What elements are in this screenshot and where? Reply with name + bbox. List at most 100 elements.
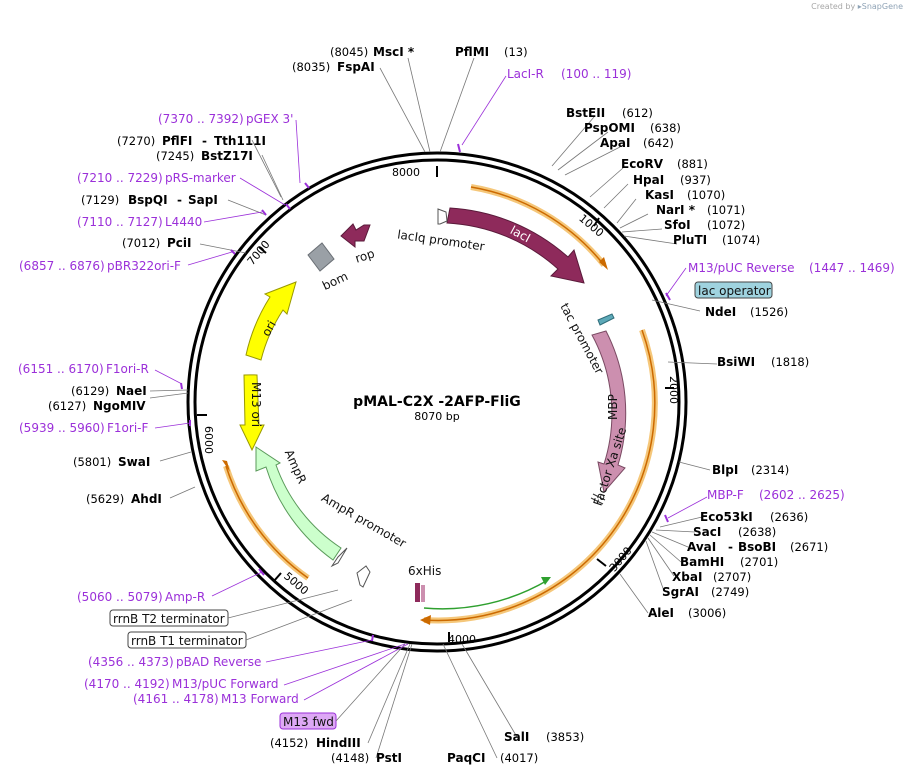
m13-ori-feature[interactable] (239, 374, 265, 452)
factor-xa-mark-2 (590, 497, 604, 505)
site-pos-PflFI: (7270) (117, 134, 155, 148)
site-ApaI[interactable]: ApaI (600, 136, 630, 150)
site-BstZ17I[interactable]: BstZ17I (201, 149, 253, 163)
tick-2000: 2000 (667, 376, 680, 404)
lacI-feature[interactable] (446, 207, 585, 284)
green-orf-arrowhead (541, 577, 551, 585)
rrnB-T1-label: rrnB T1 terminator (131, 634, 243, 648)
site-BspQI[interactable]: BspQI (128, 193, 168, 207)
mbp-feature[interactable] (591, 330, 627, 494)
ori-label: ori (259, 318, 279, 339)
site-BamHI[interactable]: BamHI (680, 555, 724, 569)
primer-range-pRS-marker: (7210 .. 7229) (77, 171, 163, 185)
tick-marks (197, 166, 674, 642)
site-NdeI[interactable]: NdeI (705, 305, 736, 319)
site-pos-SgrAI: (2749) (711, 585, 749, 599)
site-PstI[interactable]: PstI (376, 751, 402, 765)
primer-L4440[interactable]: L4440 (165, 215, 202, 229)
m13-fwd-label: M13 fwd (283, 715, 334, 729)
site-PluTI[interactable]: PluTI (673, 233, 707, 247)
site-PspOMI[interactable]: PspOMI (584, 121, 635, 135)
site-pos-HindIII: (4152) (270, 736, 308, 750)
ampR-promoter-arrow-1 (330, 547, 348, 568)
ampR-label: AmpR (282, 447, 309, 485)
site-BsiWI[interactable]: BsiWI (717, 355, 755, 369)
site-SapI[interactable]: SapI (188, 193, 218, 207)
site-PaqCI[interactable]: PaqCI (447, 751, 485, 765)
primer-range-M13-Forward: (4161 .. 4178) (133, 692, 219, 706)
backbone-inner-ring (193, 158, 681, 646)
site-pos-BamHI: (2701) (740, 555, 778, 569)
primer-pBAD-Reverse[interactable]: pBAD Reverse (176, 655, 261, 669)
site-HindIII[interactable]: HindIII (316, 736, 361, 750)
primer-MBP-F[interactable]: MBP-F (707, 488, 744, 502)
site-pos-BstZ17I: (7245) (156, 149, 194, 163)
site-pos-NaeI: (6129) (71, 384, 109, 398)
primer-F1ori-F[interactable]: F1ori-F (107, 421, 148, 435)
primer-range-pGEX-3: (7370 .. 7392) (158, 112, 244, 126)
site-NaeI[interactable]: NaeI (116, 384, 147, 398)
site-SwaI[interactable]: SwaI (118, 455, 150, 469)
site-BstEII[interactable]: BstEII (566, 106, 605, 120)
site-XbaI[interactable]: XbaI (672, 570, 702, 584)
lacIq-promoter-arrow[interactable] (437, 208, 448, 225)
ampR-promoter-arrow-2 (356, 565, 371, 588)
site-SgrAI[interactable]: SgrAI (662, 585, 699, 599)
site-KasI[interactable]: KasI (645, 188, 674, 202)
primer-pRS-marker[interactable]: pRS-marker (165, 171, 236, 185)
site-BsoBI[interactable]: BsoBI (738, 540, 776, 554)
primer-LacI-R[interactable]: LacI-R (507, 67, 544, 81)
primer-Amp-R[interactable]: Amp-R (165, 590, 205, 604)
ampR-orf-line (225, 465, 309, 579)
site-pos-SfoI: (1072) (707, 218, 745, 232)
site-AleI[interactable]: AleI (648, 606, 674, 620)
site-SalI[interactable]: SalI (504, 730, 529, 744)
primer-M13-Forward[interactable]: M13 Forward (221, 692, 299, 706)
site-SacI[interactable]: SacI (693, 525, 721, 539)
rop-label: rop (353, 246, 376, 265)
ori-feature[interactable] (245, 281, 297, 361)
site-PflMI[interactable]: PflMI (455, 45, 489, 59)
label-connectors (149, 57, 718, 759)
site-FspAI[interactable]: FspAI (337, 60, 375, 74)
primer-M13-pUC-Reverse[interactable]: M13/pUC Reverse (688, 261, 795, 275)
lac-operator-box[interactable] (694, 281, 773, 299)
primer-pBR322ori-F[interactable]: pBR322ori-F (107, 259, 181, 273)
site-pos-MscI: (8045) (330, 45, 368, 59)
site-PciI[interactable]: PciI (167, 236, 192, 250)
mbp-orf-arrowhead (420, 615, 431, 625)
site-pos-PstI: (4148) (331, 751, 369, 765)
plasmid-length: 8070 bp (414, 410, 459, 423)
primer-F1ori-R[interactable]: F1ori-R (106, 362, 149, 376)
site-SfoI[interactable]: SfoI (664, 218, 691, 232)
primer-M13-pUC-Forward[interactable]: M13/pUC Forward (172, 677, 279, 691)
lac-operator-label: lac operator (698, 284, 771, 298)
site-pos-HpaI: (937) (680, 173, 711, 187)
lacI-orf-arrowhead (599, 257, 608, 270)
bom-feature[interactable] (307, 242, 335, 272)
site-Eco53kI[interactable]: Eco53kI (700, 510, 753, 524)
primer-markers (180, 143, 671, 642)
primer-pGEX-3[interactable]: pGEX 3' (246, 112, 293, 126)
site-pos-BsiWI: (1818) (771, 355, 809, 369)
site-EcoRV[interactable]: EcoRV (621, 157, 664, 171)
site-pos-KasI: (1070) (687, 188, 725, 202)
site-pos-BlpI: (2314) (751, 463, 789, 477)
ampR-orf-arrowhead (222, 460, 230, 472)
site-AvaI[interactable]: AvaI (687, 540, 716, 554)
site-NarI[interactable]: NarI * (656, 203, 696, 217)
site-Tth111I[interactable]: Tth111I (214, 134, 266, 148)
site-pos-FspAI: (8035) (292, 60, 330, 74)
site-NgoMIV[interactable]: NgoMIV (93, 399, 146, 413)
his-tag-mark-2 (421, 585, 425, 602)
ampR-feature[interactable] (255, 446, 342, 561)
site-BlpI[interactable]: BlpI (712, 463, 738, 477)
primer-range-M13-pUC-Reverse: (1447 .. 1469) (809, 261, 895, 275)
site-PflFI[interactable]: PflFI (162, 134, 192, 148)
site-MscI[interactable]: MscI * (373, 45, 415, 59)
site-pos-NarI: (1071) (707, 203, 745, 217)
site-HpaI[interactable]: HpaI (633, 173, 664, 187)
rop-feature[interactable] (340, 223, 371, 249)
site-AhdI[interactable]: AhdI (131, 492, 162, 506)
